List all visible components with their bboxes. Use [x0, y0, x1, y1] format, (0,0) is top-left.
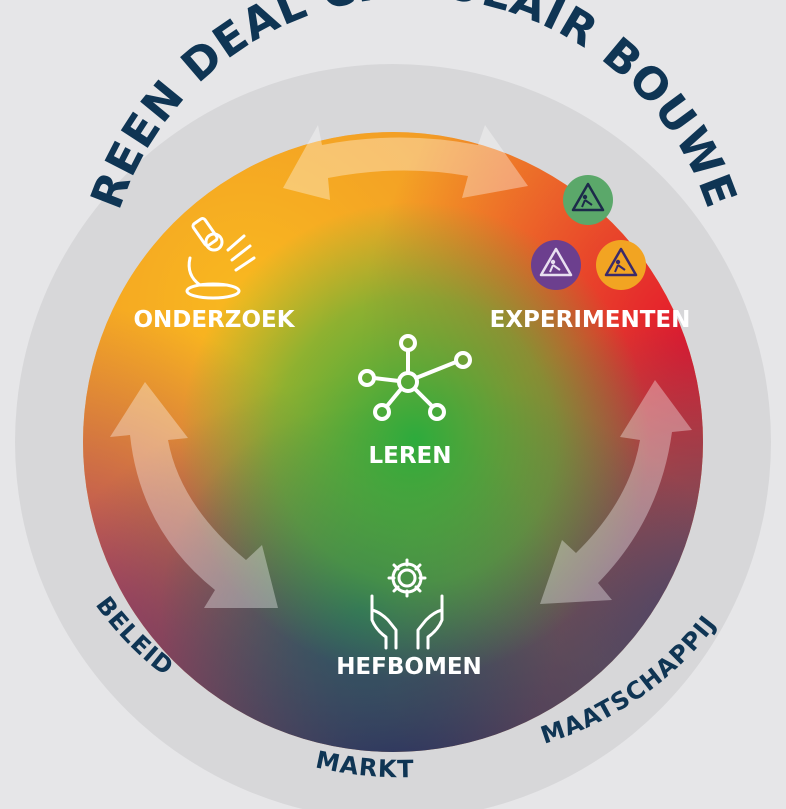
cycle-arrows [110, 125, 692, 608]
node-experimenten: EXPERIMENTEN [490, 175, 691, 333]
ring-notch-bottom [387, 748, 415, 770]
sign-green [563, 175, 613, 225]
sign-purple [531, 240, 581, 290]
sign-orange [596, 240, 646, 290]
arrow-left [110, 382, 278, 608]
arrow-top [283, 125, 528, 200]
arrow-right [540, 380, 692, 604]
hands-gear-icon [370, 558, 444, 650]
node-leren: LEREN [358, 334, 472, 469]
worker-warning-signs-icon [531, 175, 646, 290]
ring-notch-left [78, 238, 124, 272]
label-onderzoek: ONDERZOEK [133, 307, 295, 333]
node-onderzoek: ONDERZOEK [133, 217, 296, 333]
ring-notch-right [664, 238, 710, 272]
network-hub-icon [358, 334, 472, 421]
label-leren: LEREN [368, 443, 451, 469]
label-experimenten: EXPERIMENTEN [490, 307, 691, 333]
label-hefbomen: HEFBOMEN [336, 654, 482, 680]
microscope-icon [185, 217, 256, 300]
gradient-disc [83, 132, 703, 752]
node-hefbomen: HEFBOMEN [336, 558, 482, 680]
